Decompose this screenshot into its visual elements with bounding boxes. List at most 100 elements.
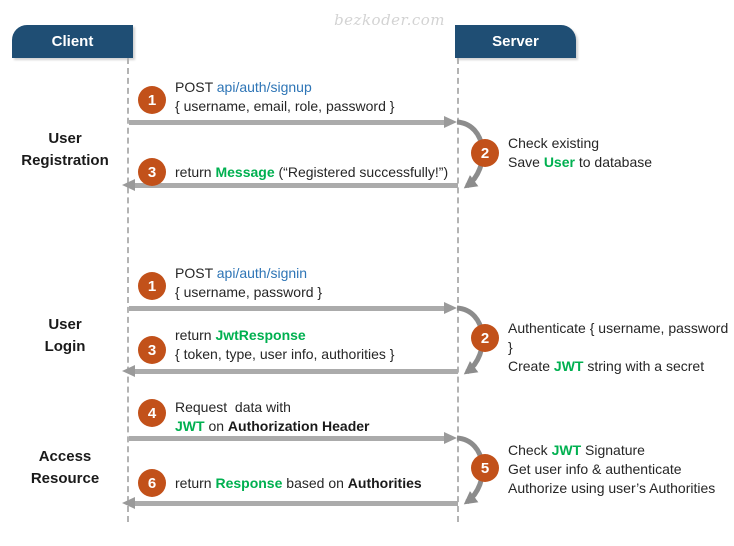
lifeline-server (457, 58, 459, 522)
note-text: to database (574, 154, 653, 170)
arrowhead-right-icon (444, 116, 457, 128)
bold-text: Authorities (347, 475, 422, 491)
arrow-left-return-jwtresponse (134, 369, 458, 374)
message-request-with-jwt: Request data with JWT on Authorization H… (175, 398, 370, 436)
actor-box-client: Client (12, 25, 133, 58)
arrow-right-signup (129, 120, 444, 125)
note-text: Save (508, 154, 544, 170)
keyword-text: JwtResponse (215, 327, 306, 343)
message-text: return (175, 164, 216, 180)
section-title-access-resource: Access Resource (0, 446, 130, 490)
note-line: Create JWT string with a secret (508, 357, 734, 376)
message-text: { username, email, role, password } (175, 98, 395, 114)
keyword-text: User (543, 154, 575, 170)
message-line: POST api/auth/signin (175, 264, 322, 283)
step-badge-access-6: 6 (138, 469, 166, 497)
message-post-signin: POST api/auth/signin { username, passwor… (175, 264, 322, 302)
section-title-line: Resource (30, 470, 100, 487)
step-badge-registration-3: 3 (138, 158, 166, 186)
message-line: { token, type, user info, authorities } (175, 345, 394, 364)
note-line: Save User to database (508, 153, 652, 172)
keyword-text: Response (215, 475, 283, 491)
note-line: Get user info & authenticate (508, 460, 715, 479)
note-access-server: Check JWT Signature Get user info & auth… (508, 441, 715, 498)
arrowhead-right-icon (444, 432, 457, 444)
keyword-text: JWT (551, 442, 582, 458)
message-text: { token, type, user info, authorities } (175, 346, 395, 362)
watermark: bezkoder.com (334, 11, 445, 29)
section-title-line: User (48, 316, 82, 333)
message-line: { username, email, role, password } (175, 97, 394, 116)
note-text: Get user info & authenticate (508, 461, 682, 477)
note-line: Check JWT Signature (508, 441, 715, 460)
actor-client-label: Client (51, 33, 94, 50)
message-return-message: return Message (“Registered successfully… (175, 163, 448, 182)
message-text: return (175, 327, 216, 343)
note-text: string with a secret (583, 358, 705, 374)
badge-number: 6 (147, 474, 157, 492)
arrowhead-left-icon (122, 365, 135, 377)
note-line: Authorize using user’s Authorities (508, 479, 715, 498)
arrowhead-left-icon (122, 497, 135, 509)
badge-number: 1 (147, 277, 157, 295)
note-text: Check (508, 442, 552, 458)
arrow-left-return-response (134, 501, 458, 506)
keyword-text: JWT (175, 418, 205, 434)
step-badge-registration-1: 1 (138, 86, 166, 114)
message-line: return Response based on Authorities (175, 474, 422, 493)
message-return-jwtresponse: return JwtResponse { token, type, user i… (175, 326, 394, 364)
message-text: on (204, 418, 228, 434)
message-text: return (175, 475, 216, 491)
step-badge-registration-2: 2 (471, 139, 499, 167)
note-text: Check existing (508, 135, 600, 151)
message-line: { username, password } (175, 283, 322, 302)
endpoint-link-text: api/auth/signin (216, 265, 308, 281)
badge-number: 5 (480, 459, 490, 477)
lifeline-client (127, 58, 129, 522)
badge-number: 2 (480, 329, 490, 347)
message-line: Request data with (175, 398, 370, 417)
step-badge-access-5: 5 (471, 454, 499, 482)
section-title-user-registration: User Registration (0, 128, 130, 172)
note-line: Check existing (508, 134, 652, 153)
actor-server-label: Server (492, 33, 539, 50)
message-text: Request data with (175, 399, 291, 415)
note-text: Signature (581, 442, 645, 458)
message-return-response: return Response based on Authorities (175, 474, 422, 493)
note-text: Authenticate { username, password } (508, 320, 733, 355)
arrow-left-return-message (134, 183, 458, 188)
section-title-line: Registration (21, 152, 109, 169)
message-text: (“Registered successfully!”) (274, 164, 449, 180)
note-text: Create (508, 358, 554, 374)
section-title-line: Access (38, 448, 92, 465)
note-text: Authorize using user’s Authorities (508, 480, 716, 496)
step-badge-login-2: 2 (471, 324, 499, 352)
bold-text: Authorization Header (227, 418, 370, 434)
message-text: { username, password } (175, 284, 323, 300)
message-line: return JwtResponse (175, 326, 394, 345)
arrowhead-right-icon (444, 302, 457, 314)
section-title-user-login: User Login (0, 314, 130, 358)
arrow-right-request (129, 436, 444, 441)
step-badge-access-4: 4 (138, 399, 166, 427)
message-post-signup: POST api/auth/signup { username, email, … (175, 78, 394, 116)
message-line: return Message (“Registered successfully… (175, 163, 448, 182)
message-line: JWT on Authorization Header (175, 417, 370, 436)
actor-box-server: Server (455, 25, 576, 58)
step-badge-login-1: 1 (138, 272, 166, 300)
note-line: Authenticate { username, password } (508, 319, 734, 357)
step-badge-login-3: 3 (138, 336, 166, 364)
keyword-text: Message (215, 164, 275, 180)
message-text: based on (282, 475, 348, 491)
endpoint-link-text: api/auth/signup (216, 79, 312, 95)
badge-number: 3 (147, 163, 157, 181)
keyword-text: JWT (553, 358, 584, 374)
message-text: POST (175, 79, 217, 95)
note-login-server: Authenticate { username, password } Crea… (508, 319, 734, 376)
arrowhead-left-icon (122, 179, 135, 191)
message-text: POST (175, 265, 217, 281)
badge-number: 2 (480, 144, 490, 162)
badge-number: 4 (147, 404, 157, 422)
badge-number: 1 (147, 91, 157, 109)
